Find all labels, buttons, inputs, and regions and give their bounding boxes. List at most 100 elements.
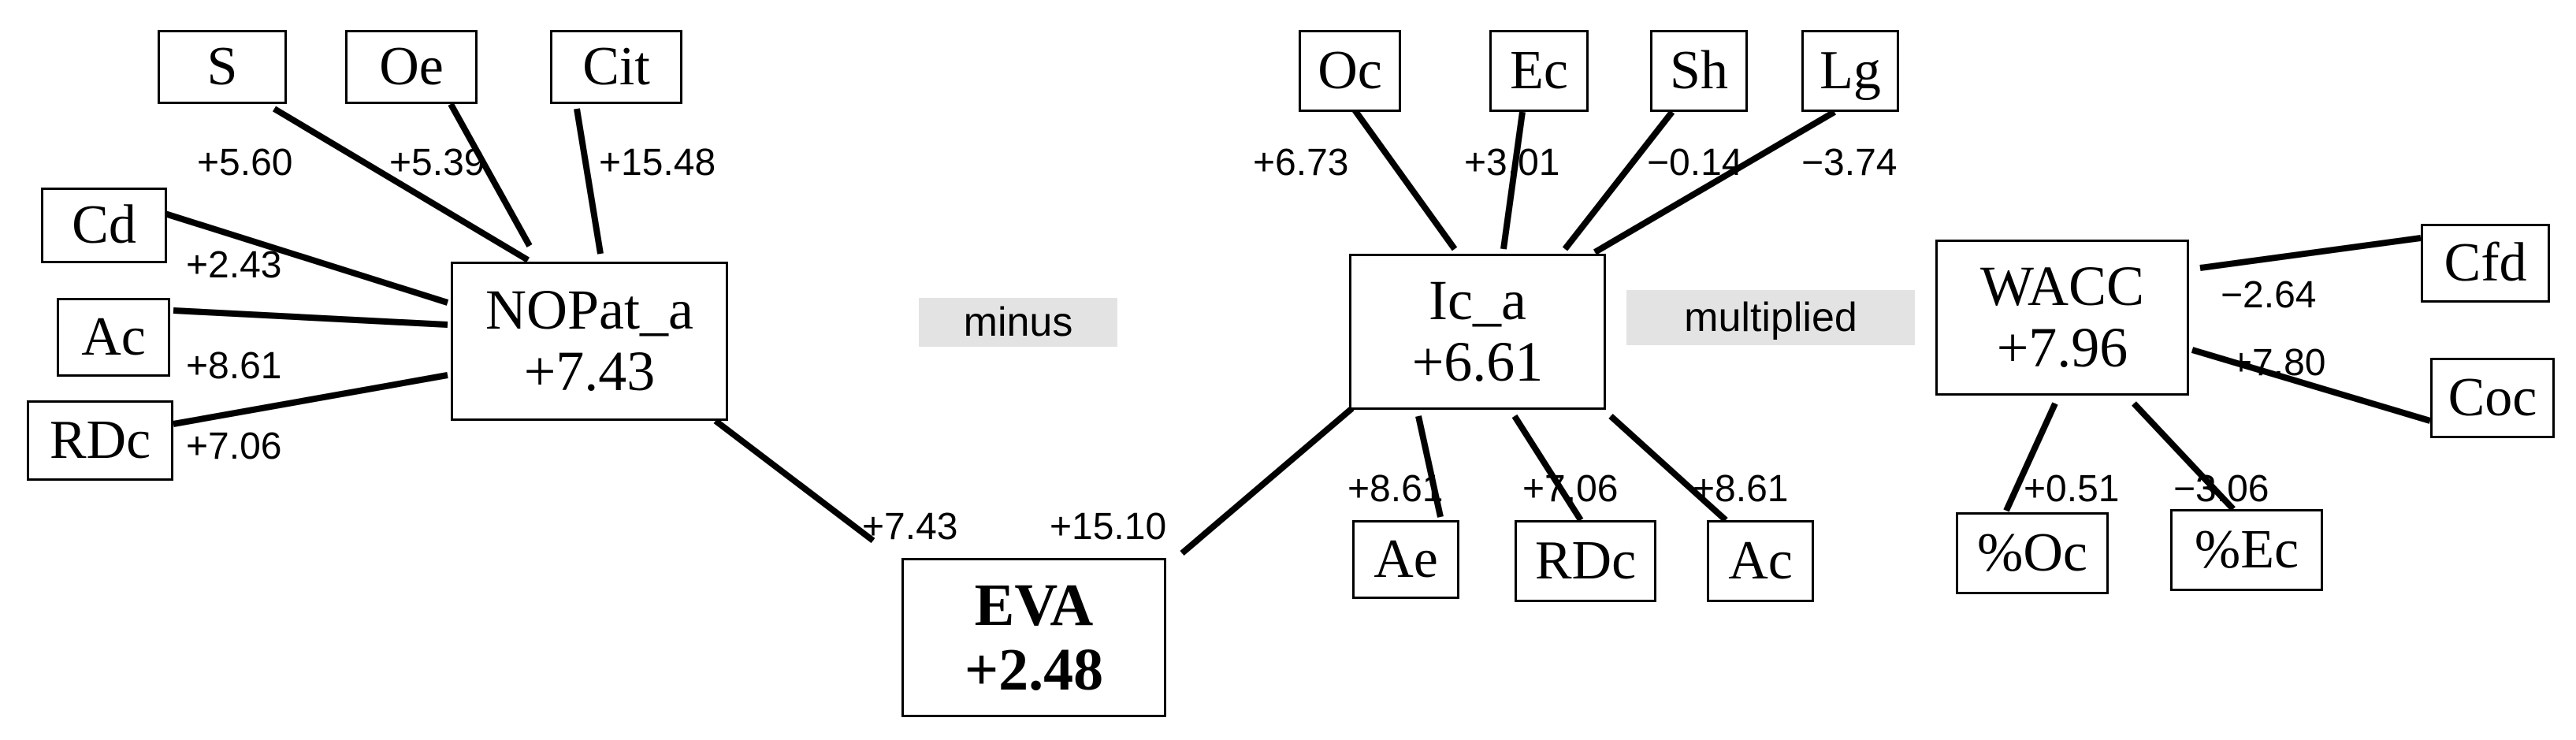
node-oe: Oe xyxy=(345,30,478,104)
node-label: RDc xyxy=(49,410,151,471)
edge: +5.60 xyxy=(197,106,530,263)
edge-weight-label: +7.80 xyxy=(2230,342,2325,384)
edge-arrow xyxy=(1608,414,1728,522)
edge-weight-label: +3.01 xyxy=(1464,142,1559,184)
edge-weight-label: +5.39 xyxy=(389,142,485,184)
node-label: Ae xyxy=(1373,529,1438,590)
node-label: WACC xyxy=(1979,255,2145,318)
edge: +3.01 xyxy=(1464,111,1559,250)
node-label: Coc xyxy=(2448,367,2537,429)
edge-arrow xyxy=(1562,110,1675,251)
node-pct-oc: %Oc xyxy=(1956,512,2109,594)
edge-arrow xyxy=(2132,401,2236,511)
edge: +0.51 xyxy=(2003,402,2119,512)
edge: +7.43 xyxy=(713,418,957,548)
node-eva: EVA +2.48 xyxy=(901,558,1166,717)
node-value: +7.43 xyxy=(523,340,656,403)
edge: +7.06 xyxy=(1511,414,1618,522)
node-pct-ec: %Ec xyxy=(2170,509,2323,591)
node-label: Sh xyxy=(1670,40,1728,102)
node-label: RDc xyxy=(1534,530,1637,592)
node-cfd: Cfd xyxy=(2421,224,2550,303)
edge-weight-label: +8.61 xyxy=(1693,468,1788,510)
node-ac-mid: Ac xyxy=(1707,520,1814,602)
node-value: +2.48 xyxy=(964,637,1104,703)
node-label: Ic_a xyxy=(1429,269,1526,333)
operator-multiplied-label: multiplied xyxy=(1626,290,1915,345)
edge-arrow xyxy=(574,108,604,255)
edge: +7.80 xyxy=(2191,342,2432,424)
node-coc: Coc xyxy=(2430,358,2555,438)
edge-weight-label: +8.61 xyxy=(186,345,281,387)
edge-weight-label: +8.61 xyxy=(1347,468,1443,510)
node-label: %Ec xyxy=(2194,519,2299,581)
node-rdc-mid: RDc xyxy=(1515,520,1656,602)
edge-weight-label: −3.74 xyxy=(1801,142,1897,184)
edge-arrow xyxy=(161,210,449,306)
edge-arrow xyxy=(1351,106,1458,251)
node-wacc: WACC +7.96 xyxy=(1935,240,2189,396)
edge-arrow xyxy=(1511,414,1584,522)
node-value: +6.61 xyxy=(1411,330,1544,393)
node-label: Ec xyxy=(1510,40,1568,102)
node-label: Oc xyxy=(1318,40,1382,102)
node-ae: Ae xyxy=(1352,520,1459,599)
node-lg: Lg xyxy=(1801,30,1899,112)
operator-minus-label: minus xyxy=(919,298,1117,347)
node-label: Oe xyxy=(379,36,444,98)
edge-arrow xyxy=(448,102,533,247)
edge-arrow xyxy=(713,418,875,544)
node-ac-left: Ac xyxy=(57,298,170,377)
edge-arrow xyxy=(173,372,448,427)
node-sh: Sh xyxy=(1650,30,1748,112)
edge-arrow xyxy=(2199,235,2422,271)
edge: +15.10 xyxy=(1050,405,1355,556)
edge: +2.43 xyxy=(161,210,449,306)
edge-weight-label: +15.48 xyxy=(599,142,716,184)
edge-arrow xyxy=(1180,405,1355,556)
node-label: Lg xyxy=(1820,40,1881,102)
node-label: Ac xyxy=(81,307,146,368)
edge-weight-label: +6.73 xyxy=(1253,142,1348,184)
node-nopat-a: NOPat_a +7.43 xyxy=(451,262,728,421)
node-value: +7.96 xyxy=(1996,316,2128,379)
node-label: %Oc xyxy=(1977,522,2087,584)
edge-arrow xyxy=(272,106,530,263)
node-label: Cit xyxy=(582,36,650,98)
node-label: Cfd xyxy=(2444,232,2527,294)
edge: +8.61 xyxy=(1608,414,1788,522)
node-label: S xyxy=(206,36,238,98)
node-cd: Cd xyxy=(41,188,167,263)
node-label: Ac xyxy=(1728,530,1793,592)
edge: +15.48 xyxy=(574,108,716,255)
node-ic-a: Ic_a +6.61 xyxy=(1349,254,1606,410)
edge-weight-label: −3.06 xyxy=(2173,468,2269,510)
edge: +6.73 xyxy=(1253,106,1458,251)
edge-weight-label: +15.10 xyxy=(1050,506,1166,548)
edge: +5.39 xyxy=(389,102,533,247)
node-label: NOPat_a xyxy=(485,278,693,342)
node-s: S xyxy=(158,30,287,104)
edge-arrow xyxy=(173,307,448,328)
edge-arrow xyxy=(1593,109,1837,255)
edge-arrow xyxy=(2003,402,2058,512)
edge-weight-label: −2.64 xyxy=(2221,274,2316,316)
edge: −3.06 xyxy=(2132,401,2269,511)
edge-weight-label: +7.43 xyxy=(862,506,957,548)
edge: +8.61 xyxy=(173,307,448,387)
edge: +8.61 xyxy=(1347,415,1444,518)
edge: −2.64 xyxy=(2199,235,2422,316)
edge: −3.74 xyxy=(1593,109,1897,255)
edge-weight-label: +7.06 xyxy=(186,426,281,467)
node-rdc-left: RDc xyxy=(27,400,173,481)
edge-weight-label: +7.06 xyxy=(1522,468,1618,510)
node-ec: Ec xyxy=(1489,30,1589,112)
edge-weight-label: +0.51 xyxy=(2024,468,2119,510)
node-label: EVA xyxy=(974,571,1094,638)
edge-arrow xyxy=(1500,111,1526,250)
node-oc: Oc xyxy=(1299,30,1401,112)
edge-arrow xyxy=(1415,415,1444,518)
edge: +7.06 xyxy=(173,372,448,467)
